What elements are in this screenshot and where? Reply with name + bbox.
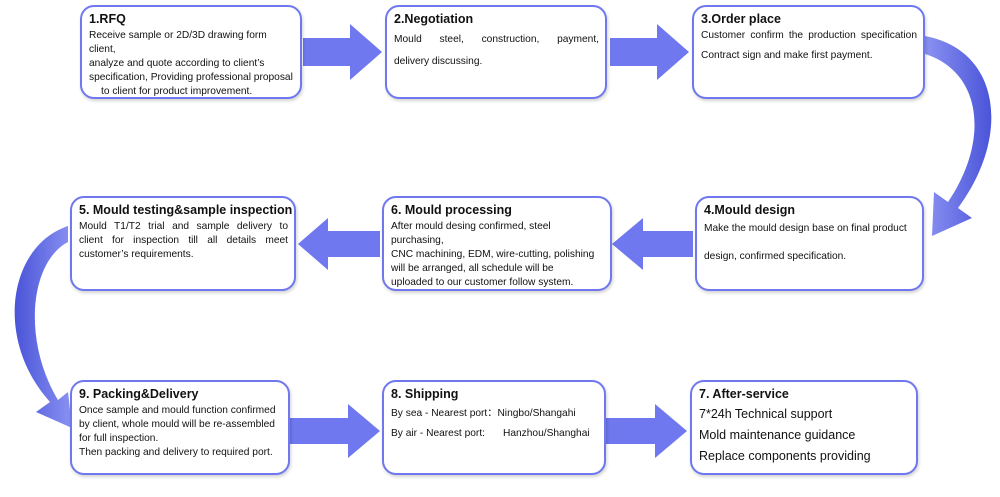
shipping-sea-label: By sea - Nearest port：	[391, 408, 498, 419]
step-mould-testing: 5. Mould testing&sample inspection Mould…	[70, 196, 296, 291]
step-packing-delivery-title: 9. Packing&Delivery	[79, 387, 199, 401]
step-mould-testing-title: 5. Mould testing&sample inspection	[79, 203, 293, 217]
shipping-air-value: Hanzhou/Shanghai	[502, 428, 590, 439]
step-mould-design-line: design, confirmed specification.	[704, 251, 847, 262]
step-after-service-title: 7. After-service	[699, 387, 789, 401]
step-rfq-line: specification, Providing professional pr…	[89, 72, 293, 83]
step-shipping: 8. Shipping By sea - Nearest port：Ningbo…	[382, 380, 606, 475]
step-negotiation-line: Mould steel, construction, payment,	[394, 34, 599, 45]
step-mould-testing-line: customer’s requirements.	[79, 249, 194, 260]
arrow-design-to-processing	[612, 218, 693, 270]
step-mould-design: 4.Mould design Make the mould design bas…	[695, 196, 924, 291]
arrow-packing-to-shipping	[290, 404, 380, 458]
step-rfq-line: to client for product improvement.	[101, 86, 253, 97]
step-rfq-line: Receive sample or 2D/3D drawing form cli…	[89, 30, 267, 55]
step-order-place-line: Contract sign and make first payment.	[701, 50, 873, 61]
step-after-service: 7. After-service 7*24h Technical support…	[690, 380, 918, 475]
curve-arrow-testing-to-packing	[14, 226, 72, 428]
step-mould-design-line: Make the mould design base on final prod…	[704, 223, 907, 234]
shipping-sea-row: By sea - Nearest port：Ningbo/Shangahi	[391, 407, 598, 421]
step-mould-testing-line: Mould T1/T2 trial and sample delivery to	[79, 221, 288, 232]
step-order-place-title: 3.Order place	[701, 12, 781, 26]
step-rfq: 1.RFQ Receive sample or 2D/3D drawing fo…	[80, 5, 302, 99]
shipping-air-label: By air - Nearest port:	[391, 428, 485, 439]
shipping-air-row: By air - Nearest port: Hanzhou/Shanghai	[391, 427, 598, 441]
step-after-service-line: Mold maintenance guidance	[699, 428, 856, 442]
step-mould-design-title: 4.Mould design	[704, 203, 795, 217]
arrow-rfq-to-negotiation	[303, 24, 382, 80]
arrow-negotiation-to-order	[610, 24, 689, 80]
step-packing-delivery-line: by client, whole mould will be re-assemb…	[79, 419, 275, 430]
step-negotiation-title: 2.Negotiation	[394, 12, 474, 26]
arrow-processing-to-testing	[298, 218, 380, 270]
step-mould-processing-title: 6. Mould processing	[391, 203, 512, 217]
step-negotiation: 2.Negotiation Mould steel, construction,…	[385, 5, 607, 99]
step-packing-delivery: 9. Packing&Delivery Once sample and moul…	[70, 380, 290, 475]
step-shipping-title: 8. Shipping	[391, 387, 459, 401]
shipping-sea-value: Ningbo/Shangahi	[497, 408, 576, 419]
step-after-service-line: 7*24h Technical support	[699, 407, 833, 421]
step-mould-processing-line: will be arranged, all schedule will be	[391, 263, 554, 274]
curve-arrow-order-to-design	[925, 36, 992, 236]
step-mould-processing-line: uploaded to our customer follow system.	[391, 277, 574, 288]
step-after-service-line: Replace components providing	[699, 449, 871, 463]
step-packing-delivery-line: Then packing and delivery to required po…	[79, 447, 273, 458]
arrow-shipping-to-after-service	[606, 404, 687, 458]
step-mould-processing: 6. Mould processing After mould desing c…	[382, 196, 612, 291]
step-rfq-title: 1.RFQ	[89, 12, 126, 26]
step-mould-processing-line: After mould desing confirmed, steel purc…	[391, 221, 551, 246]
step-rfq-line: analyze and quote according to client’s	[89, 58, 265, 69]
step-mould-testing-line: client for inspection till all details m…	[79, 235, 288, 246]
step-order-place: 3.Order place Customer confirm the produ…	[692, 5, 925, 99]
step-packing-delivery-line: for full inspection.	[79, 433, 159, 444]
step-packing-delivery-line: Once sample and mould function confirmed	[79, 405, 276, 416]
step-negotiation-line: delivery discussing.	[394, 56, 483, 67]
step-mould-processing-line: CNC machining, EDM, wire-cutting, polish…	[391, 249, 595, 260]
step-order-place-line: Customer confirm the production specific…	[701, 30, 917, 41]
